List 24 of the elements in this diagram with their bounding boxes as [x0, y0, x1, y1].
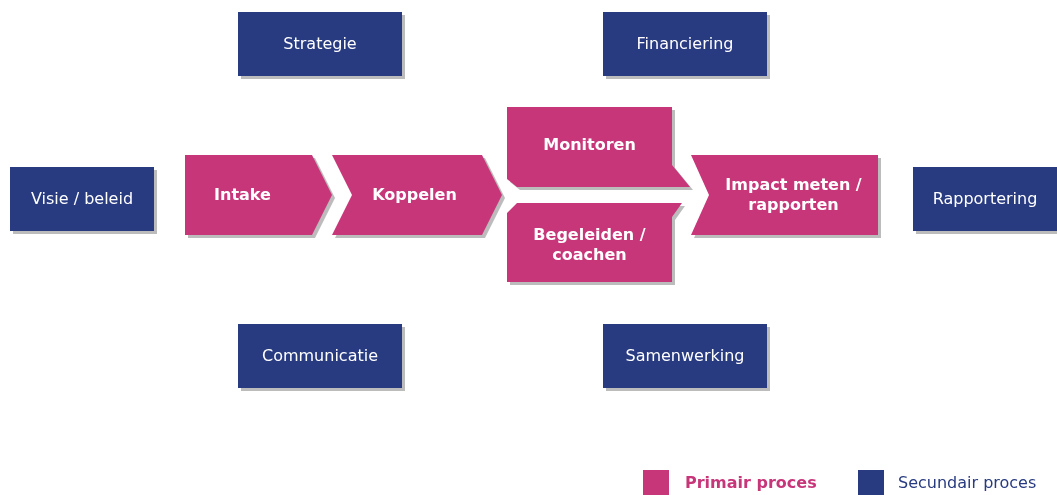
process-label: Rapportering: [931, 188, 1039, 210]
process-box: [238, 324, 402, 388]
process-box: [691, 155, 878, 235]
process-label: Financiering: [635, 33, 735, 55]
legend-label: Primair proces: [685, 473, 817, 492]
process-label: Samenwerking: [624, 345, 746, 367]
chevron-shape: [332, 155, 502, 235]
process-label: Intake: [213, 184, 272, 206]
process-label: Impact meten / rapporten: [724, 174, 863, 216]
legend-label: Secundair proces: [898, 473, 1037, 492]
process-box: [603, 12, 767, 76]
process-box: [10, 167, 154, 231]
process-label: Begeleiden / coachen: [532, 224, 647, 266]
process-shape: [507, 107, 690, 187]
process-label: Koppelen: [371, 184, 458, 206]
process-box: [603, 324, 767, 388]
process-box: [913, 167, 1057, 231]
process-box: [238, 12, 402, 76]
chevron-shape: [185, 155, 332, 235]
process-shape: [507, 203, 682, 282]
process-label: Communicatie: [261, 345, 379, 367]
process-label: Visie / beleid: [29, 188, 135, 210]
process-label: Monitoren: [542, 133, 637, 156]
process-label: Strategie: [282, 33, 358, 55]
